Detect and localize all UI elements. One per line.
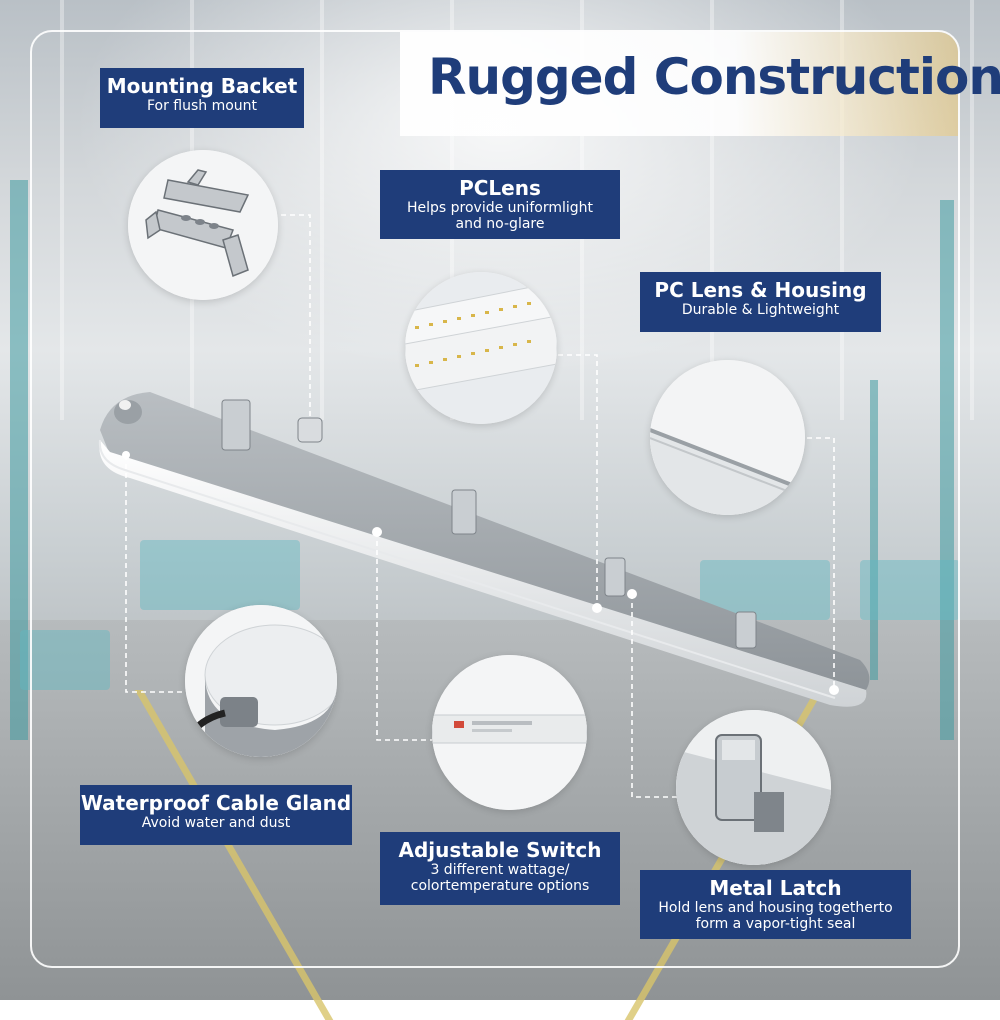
cable-gland-icon: [185, 605, 337, 757]
pc-lens-housing-detail: [650, 360, 805, 515]
mounting-bracket-detail: [128, 150, 278, 300]
page-title: Rugged Construction: [428, 48, 1000, 106]
adjustable-switch-sub-2: colortemperature options: [410, 878, 590, 894]
adjustable-switch-detail: [432, 655, 587, 810]
label-pc-lens: PCLens Helps provide uniformlight and no…: [380, 170, 620, 239]
label-cable-gland: Waterproof Cable Gland Avoid water and d…: [80, 785, 352, 845]
metal-latch-sub-2: form a vapor-tight seal: [695, 916, 856, 932]
label-metal-latch: Metal Latch Hold lens and housing togeth…: [640, 870, 911, 939]
label-adjustable-switch: Adjustable Switch 3 different wattage/ c…: [380, 832, 620, 905]
machine: [140, 540, 300, 610]
machine: [860, 560, 960, 620]
cable-gland-detail: [185, 605, 337, 757]
pc-lens-sub-2: and no-glare: [455, 216, 545, 232]
pc-lens-housing-heading: PC Lens & Housing: [654, 278, 867, 302]
bracket-icon: [128, 150, 278, 300]
adjustable-switch-sub-1: 3 different wattage/: [430, 862, 570, 878]
label-pc-lens-housing: PC Lens & Housing Durable & Lightweight: [640, 272, 881, 332]
pc-lens-heading: PCLens: [459, 176, 541, 200]
pillar: [940, 200, 954, 740]
housing-edge-icon: [650, 360, 805, 515]
adjustable-switch-heading: Adjustable Switch: [398, 838, 602, 862]
title-banner: [400, 32, 958, 136]
pc-lens-housing-sub: Durable & Lightweight: [681, 302, 840, 318]
pc-lens-sub-1: Helps provide uniformlight: [407, 200, 593, 216]
driver-icon: [432, 655, 587, 810]
pillar: [10, 180, 28, 740]
content-frame: [30, 30, 960, 968]
mounting-bracket-heading: Mounting Backet: [106, 74, 298, 98]
metal-latch-sub-1: Hold lens and housing togetherto: [658, 900, 893, 916]
latch-icon: [676, 710, 831, 865]
cable-gland-sub: Avoid water and dust: [141, 815, 291, 831]
metal-latch-heading: Metal Latch: [709, 876, 842, 900]
metal-latch-detail: [676, 710, 831, 865]
machine: [20, 630, 110, 690]
led-strip-icon: [405, 272, 557, 424]
cable-gland-heading: Waterproof Cable Gland: [80, 791, 352, 815]
label-mounting-bracket: Mounting Backet For flush mount: [100, 68, 304, 128]
pillar: [870, 380, 878, 680]
pc-lens-detail: [405, 272, 557, 424]
mounting-bracket-sub: For flush mount: [146, 98, 258, 114]
